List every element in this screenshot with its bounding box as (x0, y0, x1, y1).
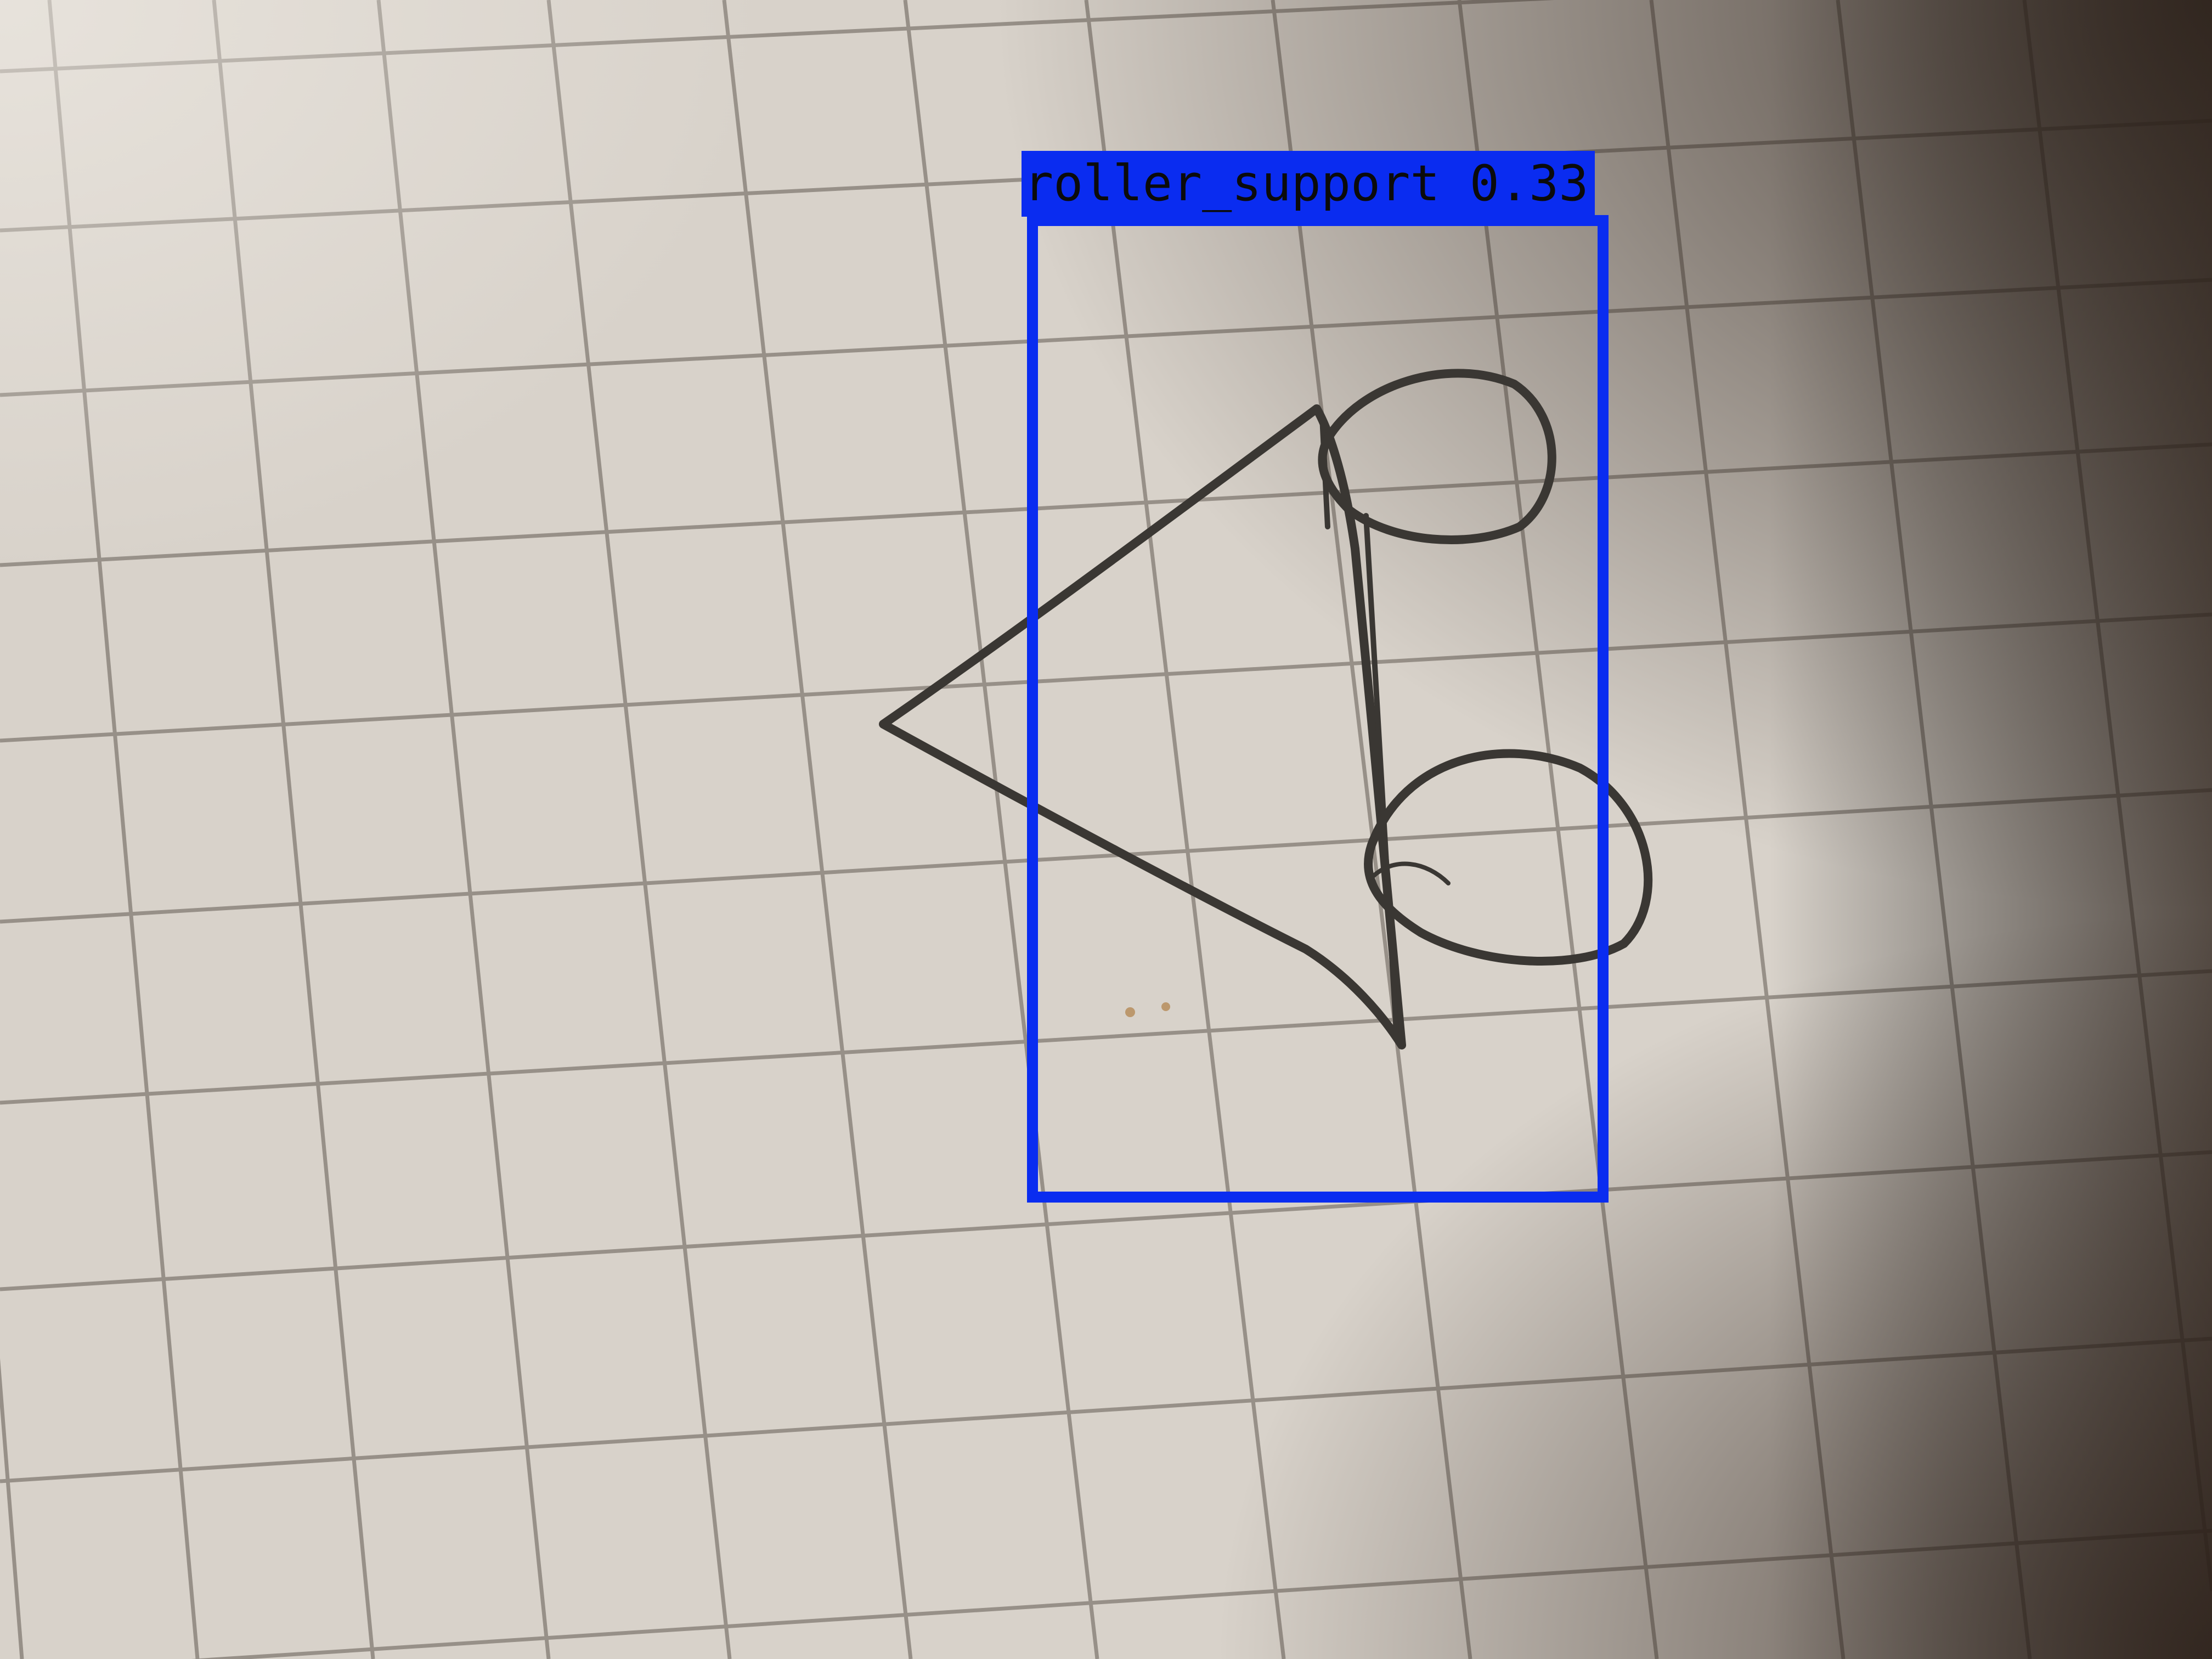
roller-circle-top (1318, 369, 1556, 544)
detection-label: roller_support 0.33 (1022, 151, 1595, 217)
roller-circle-bottom (1364, 749, 1653, 966)
pencil-sketch (879, 369, 1653, 1049)
triangle-sketch (879, 404, 1406, 1049)
detection-bounding-box (1027, 215, 1609, 1203)
